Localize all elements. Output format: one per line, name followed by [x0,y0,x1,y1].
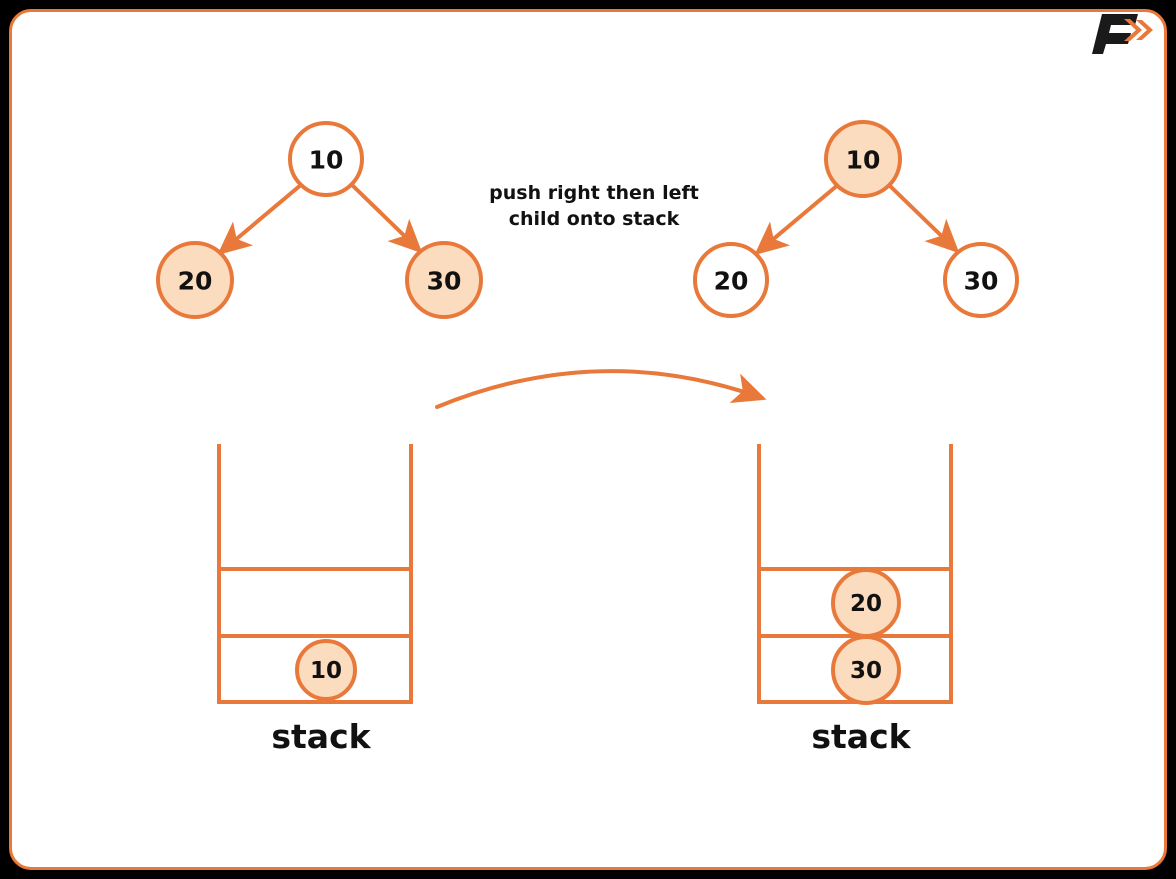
left-tree-node-left-child-label: 20 [178,267,213,296]
right-stack-label: stack [811,717,911,756]
curved-transition-arrow [435,369,767,409]
transition-caption-line1: push right then left [489,182,699,204]
left-tree-edge-root-to-left [217,182,304,256]
left-stack-item-bottom[interactable]: 10 [295,639,357,701]
right-tree: 10 20 30 [693,120,1019,318]
right-tree-node-left-child-label: 20 [714,267,749,296]
transition-caption: push right then left child onto stack [489,182,699,230]
left-stack-label: stack [271,717,371,756]
left-tree-edge-root-to-right [349,182,423,254]
right-tree-node-root-label: 10 [846,146,881,175]
left-tree-node-left-child[interactable]: 20 [156,241,234,319]
right-tree-node-root[interactable]: 10 [824,120,902,198]
right-stack-item-middle[interactable]: 20 [831,568,901,638]
right-tree-node-right-child-label: 30 [964,267,999,296]
left-stack: 10 stack [217,444,413,756]
left-tree-node-right-child[interactable]: 30 [405,241,483,319]
right-tree-node-left-child[interactable]: 20 [693,242,769,318]
right-stack-item-middle-label: 20 [850,591,882,617]
right-stack: 20 30 stack [757,444,953,756]
content-frame [9,9,1167,870]
left-stack-item-bottom-label: 10 [310,658,342,684]
right-stack-item-bottom-label: 30 [850,658,882,684]
left-tree-node-right-child-label: 30 [427,267,462,296]
right-tree-edge-root-to-right [886,182,960,254]
right-stack-item-bottom[interactable]: 30 [831,635,901,705]
right-tree-edge-root-to-left [754,182,841,256]
left-tree: 10 20 30 [156,121,483,319]
right-tree-node-right-child[interactable]: 30 [943,242,1019,318]
left-tree-node-root-label: 10 [309,146,344,175]
transition-caption-line2: child onto stack [509,208,680,230]
left-tree-node-root[interactable]: 10 [288,121,364,197]
f-arrow-logo [1092,14,1153,54]
